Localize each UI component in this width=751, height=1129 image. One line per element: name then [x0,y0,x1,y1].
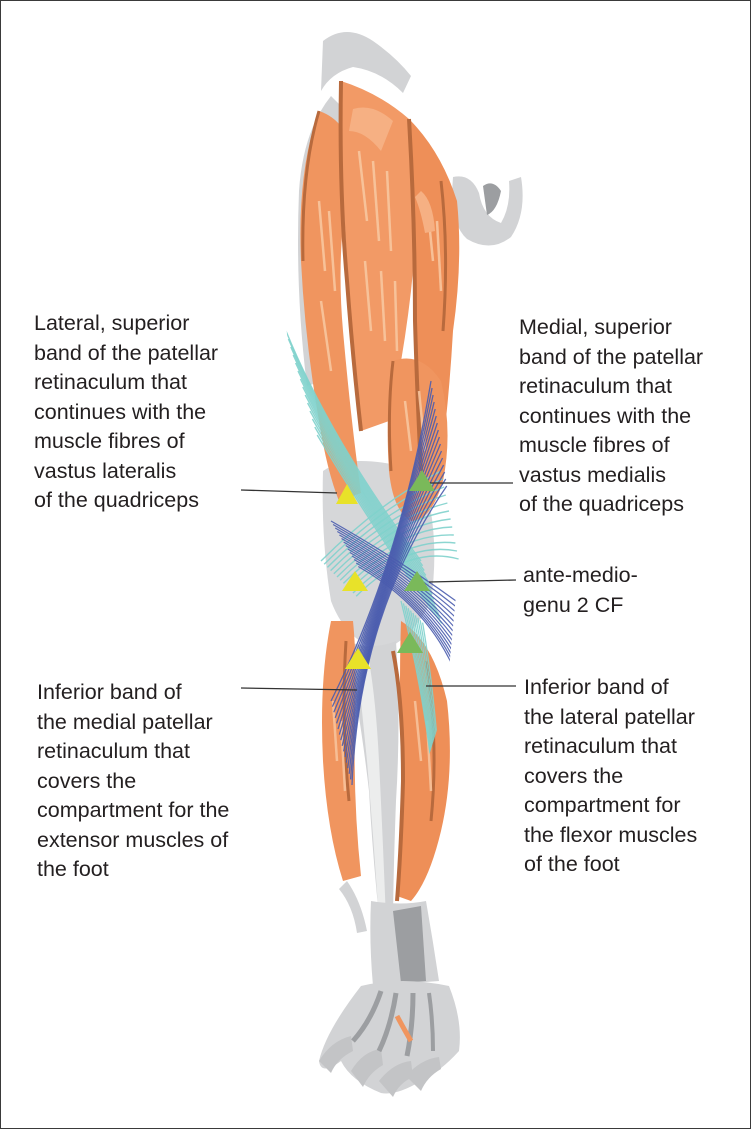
label-medial-superior-band: Medial, superior band of the patellar re… [519,313,703,520]
label-inferior-lateral-band: Inferior band of the lateral patellar re… [524,673,697,880]
label-ante-medio-genu: ante-medio- genu 2 CF [523,561,638,620]
label-lateral-superior-band: Lateral, superior band of the patellar r… [34,309,218,516]
leader-lateral-superior [241,490,337,493]
label-inferior-medial-band: Inferior band of the medial patellar ret… [37,678,229,885]
leader-ante-medio-genu [429,580,516,582]
